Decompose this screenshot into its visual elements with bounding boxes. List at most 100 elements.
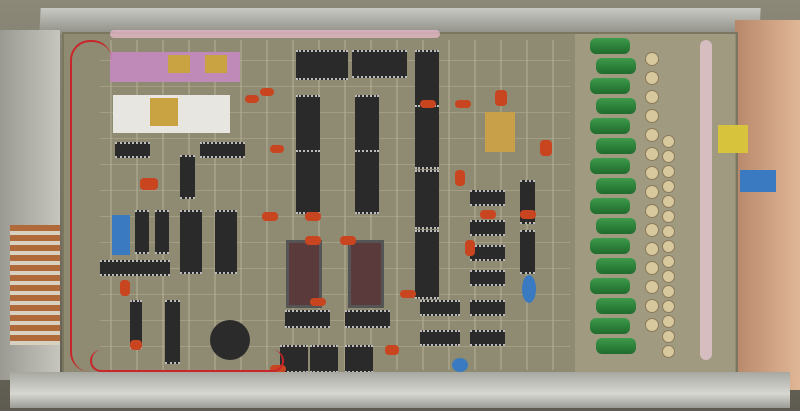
- connector-blue: [522, 275, 536, 303]
- film-capacitor: [596, 298, 636, 314]
- capacitor: [262, 212, 278, 221]
- trace: [188, 40, 190, 370]
- red-wire-harness: [90, 350, 284, 372]
- trace: [100, 320, 570, 321]
- ic-chip: [415, 230, 439, 299]
- connector-blue: [452, 358, 468, 372]
- connector-blue: [112, 215, 130, 255]
- trim-pot: [645, 147, 659, 161]
- film-capacitor: [590, 238, 630, 254]
- capacitor: [520, 210, 536, 219]
- ic-chip: [215, 210, 237, 274]
- ic-chip: [420, 330, 460, 346]
- capacitor: [455, 100, 471, 108]
- capacitor: [480, 210, 496, 219]
- capacitor: [465, 240, 475, 256]
- gold-lid: [205, 55, 227, 73]
- film-capacitor: [590, 38, 630, 54]
- capacitor: [260, 88, 274, 96]
- ic-chip: [100, 260, 170, 276]
- capacitor: [305, 236, 321, 245]
- film-capacitor: [590, 118, 630, 134]
- yellow-jack: [718, 125, 748, 153]
- ic-chip: [470, 300, 505, 316]
- trim-pot: [662, 345, 675, 358]
- capacitor: [305, 212, 321, 221]
- trace: [266, 40, 268, 370]
- capacitor: [270, 145, 284, 153]
- trace: [100, 216, 570, 217]
- bottom-rail: [10, 372, 790, 408]
- capacitor: [120, 280, 130, 296]
- right-side-panel: [735, 20, 800, 390]
- capacitor: [140, 178, 158, 190]
- film-capacitor: [596, 258, 636, 274]
- pink-wire-bundle: [700, 40, 712, 360]
- trim-pot: [645, 109, 659, 123]
- ic-chip: [415, 105, 439, 169]
- trim-pot: [662, 210, 675, 223]
- capacitor: [455, 170, 465, 186]
- ic-chip: [352, 50, 407, 78]
- trim-pot: [662, 195, 675, 208]
- ic-chip: [155, 210, 169, 254]
- trace: [100, 164, 570, 165]
- regulator: [310, 345, 338, 373]
- gold-lid: [150, 98, 178, 126]
- trim-pot: [662, 135, 675, 148]
- film-capacitor: [596, 218, 636, 234]
- capacitor: [310, 298, 326, 306]
- trim-pot: [645, 223, 659, 237]
- regulator: [345, 345, 373, 373]
- capacitor: [130, 340, 142, 350]
- trim-pot: [645, 280, 659, 294]
- ic-chip: [355, 150, 379, 214]
- capacitor: [495, 90, 507, 106]
- trim-pot: [645, 52, 659, 66]
- capacitor: [420, 100, 436, 108]
- eprom: [286, 240, 322, 308]
- ic-chip: [415, 50, 439, 109]
- film-capacitor: [596, 178, 636, 194]
- ic-chip: [470, 190, 505, 206]
- ic-chip: [470, 330, 505, 346]
- trim-pot: [645, 261, 659, 275]
- film-capacitor: [596, 338, 636, 354]
- trace: [448, 40, 450, 370]
- eprom: [348, 240, 384, 308]
- trim-pot: [645, 71, 659, 85]
- film-capacitor: [590, 278, 630, 294]
- battery: [210, 320, 250, 360]
- capacitor: [340, 236, 356, 245]
- gold-lid: [168, 55, 190, 73]
- trace: [100, 190, 570, 191]
- ic-chip: [470, 270, 505, 286]
- trim-pot: [662, 225, 675, 238]
- ic-chip: [296, 150, 320, 214]
- trace: [100, 268, 570, 269]
- trace: [552, 40, 554, 370]
- film-capacitor: [590, 158, 630, 174]
- capacitor: [540, 140, 552, 156]
- trace: [162, 40, 164, 370]
- ic-chip: [470, 245, 505, 261]
- trace: [292, 40, 294, 370]
- trim-pot: [662, 255, 675, 268]
- trim-pot: [662, 315, 675, 328]
- trim-pot: [645, 204, 659, 218]
- trace: [100, 86, 570, 87]
- trim-pot: [645, 90, 659, 104]
- trim-pot: [645, 318, 659, 332]
- trace: [110, 40, 112, 370]
- trace: [100, 112, 570, 113]
- trim-pot: [662, 270, 675, 283]
- film-capacitor: [596, 138, 636, 154]
- trim-pot: [645, 128, 659, 142]
- blue-jack: [740, 170, 776, 192]
- ic-chip: [415, 170, 439, 229]
- ic-chip: [420, 300, 460, 316]
- trace: [344, 40, 346, 370]
- ic-chip: [180, 210, 202, 274]
- film-capacitor: [596, 58, 636, 74]
- trace: [396, 40, 398, 370]
